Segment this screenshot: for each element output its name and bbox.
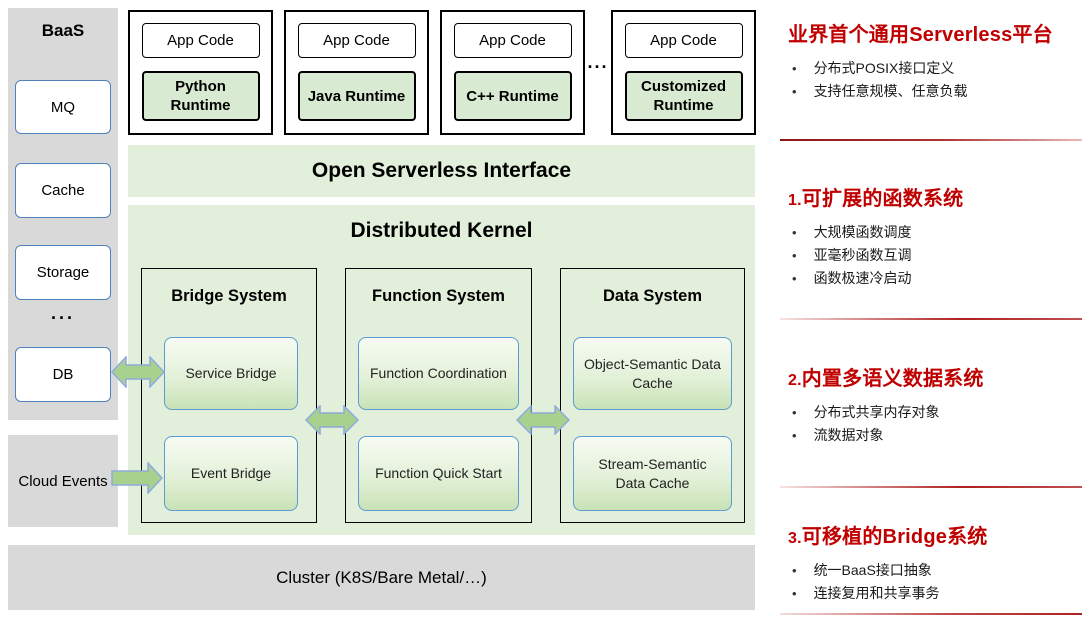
baas-item-cache: Cache bbox=[15, 163, 111, 218]
cloud-events-panel: Cloud Events bbox=[8, 435, 118, 527]
customized-runtime-box: Customized Runtime bbox=[624, 71, 743, 121]
note-bullet-list: 统一BaaS接口抽象 连接复用和共享事务 bbox=[788, 559, 1078, 605]
note-bullet: 连接复用和共享事务 bbox=[792, 582, 1078, 605]
cluster-bar: Cluster (K8S/Bare Metal/…) bbox=[8, 545, 755, 610]
cpp-runtime-box: C++ Runtime bbox=[453, 71, 572, 121]
note-bullet: 流数据对象 bbox=[792, 424, 1078, 447]
open-serverless-interface-bar: Open Serverless Interface bbox=[128, 145, 755, 197]
baas-panel-title: BaaS bbox=[41, 21, 85, 40]
baas-item-mq: MQ bbox=[15, 80, 111, 134]
note-number: 3. bbox=[788, 530, 802, 547]
runtime-container-java: App Code Java Runtime bbox=[284, 10, 429, 135]
note-bullet: 分布式共享内存对象 bbox=[792, 401, 1078, 424]
bridge-system-title: Bridge System bbox=[171, 287, 287, 305]
note-title-text: 业界首个通用Serverless平台 bbox=[788, 24, 1053, 46]
distributed-kernel-title: Distributed Kernel bbox=[350, 219, 533, 242]
baas-item-storage: Storage bbox=[15, 245, 111, 300]
note-title: 业界首个通用Serverless平台 bbox=[788, 18, 1078, 47]
cloud-events-arrow-icon bbox=[111, 462, 163, 494]
runtime-container-cpp: App Code C++ Runtime bbox=[440, 10, 585, 135]
note-title-text: 内置多语义数据系统 bbox=[801, 368, 984, 390]
app-code-box: App Code bbox=[297, 23, 416, 58]
section-divider bbox=[780, 318, 1082, 320]
note-bullet: 大规模函数调度 bbox=[792, 221, 1078, 244]
object-semantic-cache-box: Object-Semantic Data Cache bbox=[573, 337, 732, 410]
note-bullet-list: 分布式POSIX接口定义 支持任意规模、任意负载 bbox=[788, 57, 1078, 103]
data-system-title: Data System bbox=[602, 287, 703, 305]
function-quick-start-box: Function Quick Start bbox=[358, 436, 519, 511]
app-code-box: App Code bbox=[453, 23, 572, 58]
note-bullet-list: 分布式共享内存对象 流数据对象 bbox=[788, 401, 1078, 447]
section-divider bbox=[780, 613, 1082, 615]
app-code-box: App Code bbox=[141, 23, 260, 58]
note-number: 2. bbox=[788, 372, 802, 389]
note-bullet-list: 大规模函数调度 亚毫秒函数互调 函数极速冷启动 bbox=[788, 221, 1078, 290]
bridge-function-double-arrow-icon bbox=[305, 405, 359, 435]
runtime-container-python: App Code Python Runtime bbox=[128, 10, 273, 135]
bridge-system-box: Bridge System Service Bridge Event Bridg… bbox=[141, 268, 317, 523]
note-number: 1. bbox=[788, 192, 802, 209]
section-divider bbox=[780, 139, 1082, 141]
note-title-text: 可扩展的函数系统 bbox=[801, 188, 964, 210]
java-runtime-box: Java Runtime bbox=[297, 71, 416, 121]
note-bullet: 亚毫秒函数互调 bbox=[792, 244, 1078, 267]
stream-semantic-cache-box: Stream-Semantic Data Cache bbox=[573, 436, 732, 511]
note-title-text: 可移植的Bridge系统 bbox=[801, 526, 988, 548]
note-bullet: 支持任意规模、任意负载 bbox=[792, 80, 1078, 103]
note-title: 2.内置多语义数据系统 bbox=[788, 362, 1078, 391]
function-system-title: Function System bbox=[372, 287, 505, 305]
service-bridge-box: Service Bridge bbox=[164, 337, 298, 410]
runtime-container-customized: App Code Customized Runtime bbox=[611, 10, 756, 135]
function-system-box: Function System Function Coordination Fu… bbox=[345, 268, 532, 523]
runtime-ellipsis: ... bbox=[587, 52, 609, 72]
note-section-function-system: 1.可扩展的函数系统 大规模函数调度 亚毫秒函数互调 函数极速冷启动 bbox=[788, 182, 1078, 290]
section-divider bbox=[780, 486, 1082, 488]
distributed-kernel-panel: Distributed Kernel Bridge System Service… bbox=[128, 205, 755, 535]
baas-item-db: DB bbox=[15, 347, 111, 402]
note-bullet: 分布式POSIX接口定义 bbox=[792, 57, 1078, 80]
db-bridge-double-arrow-icon bbox=[111, 356, 165, 388]
function-data-double-arrow-icon bbox=[516, 405, 570, 435]
baas-panel: BaaS MQ Cache Storage ... DB bbox=[8, 8, 118, 420]
event-bridge-box: Event Bridge bbox=[164, 436, 298, 511]
app-code-box: App Code bbox=[624, 23, 743, 58]
baas-ellipsis: ... bbox=[50, 303, 75, 323]
note-bullet: 统一BaaS接口抽象 bbox=[792, 559, 1078, 582]
note-bullet: 函数极速冷启动 bbox=[792, 267, 1078, 290]
note-section-platform: 业界首个通用Serverless平台 分布式POSIX接口定义 支持任意规模、任… bbox=[788, 18, 1078, 103]
function-coordination-box: Function Coordination bbox=[358, 337, 519, 410]
note-section-bridge-system: 3.可移植的Bridge系统 统一BaaS接口抽象 连接复用和共享事务 bbox=[788, 520, 1078, 605]
python-runtime-box: Python Runtime bbox=[141, 71, 260, 121]
data-system-box: Data System Object-Semantic Data Cache S… bbox=[560, 268, 745, 523]
note-title: 1.可扩展的函数系统 bbox=[788, 182, 1078, 211]
note-section-data-system: 2.内置多语义数据系统 分布式共享内存对象 流数据对象 bbox=[788, 362, 1078, 447]
note-title: 3.可移植的Bridge系统 bbox=[788, 520, 1078, 549]
